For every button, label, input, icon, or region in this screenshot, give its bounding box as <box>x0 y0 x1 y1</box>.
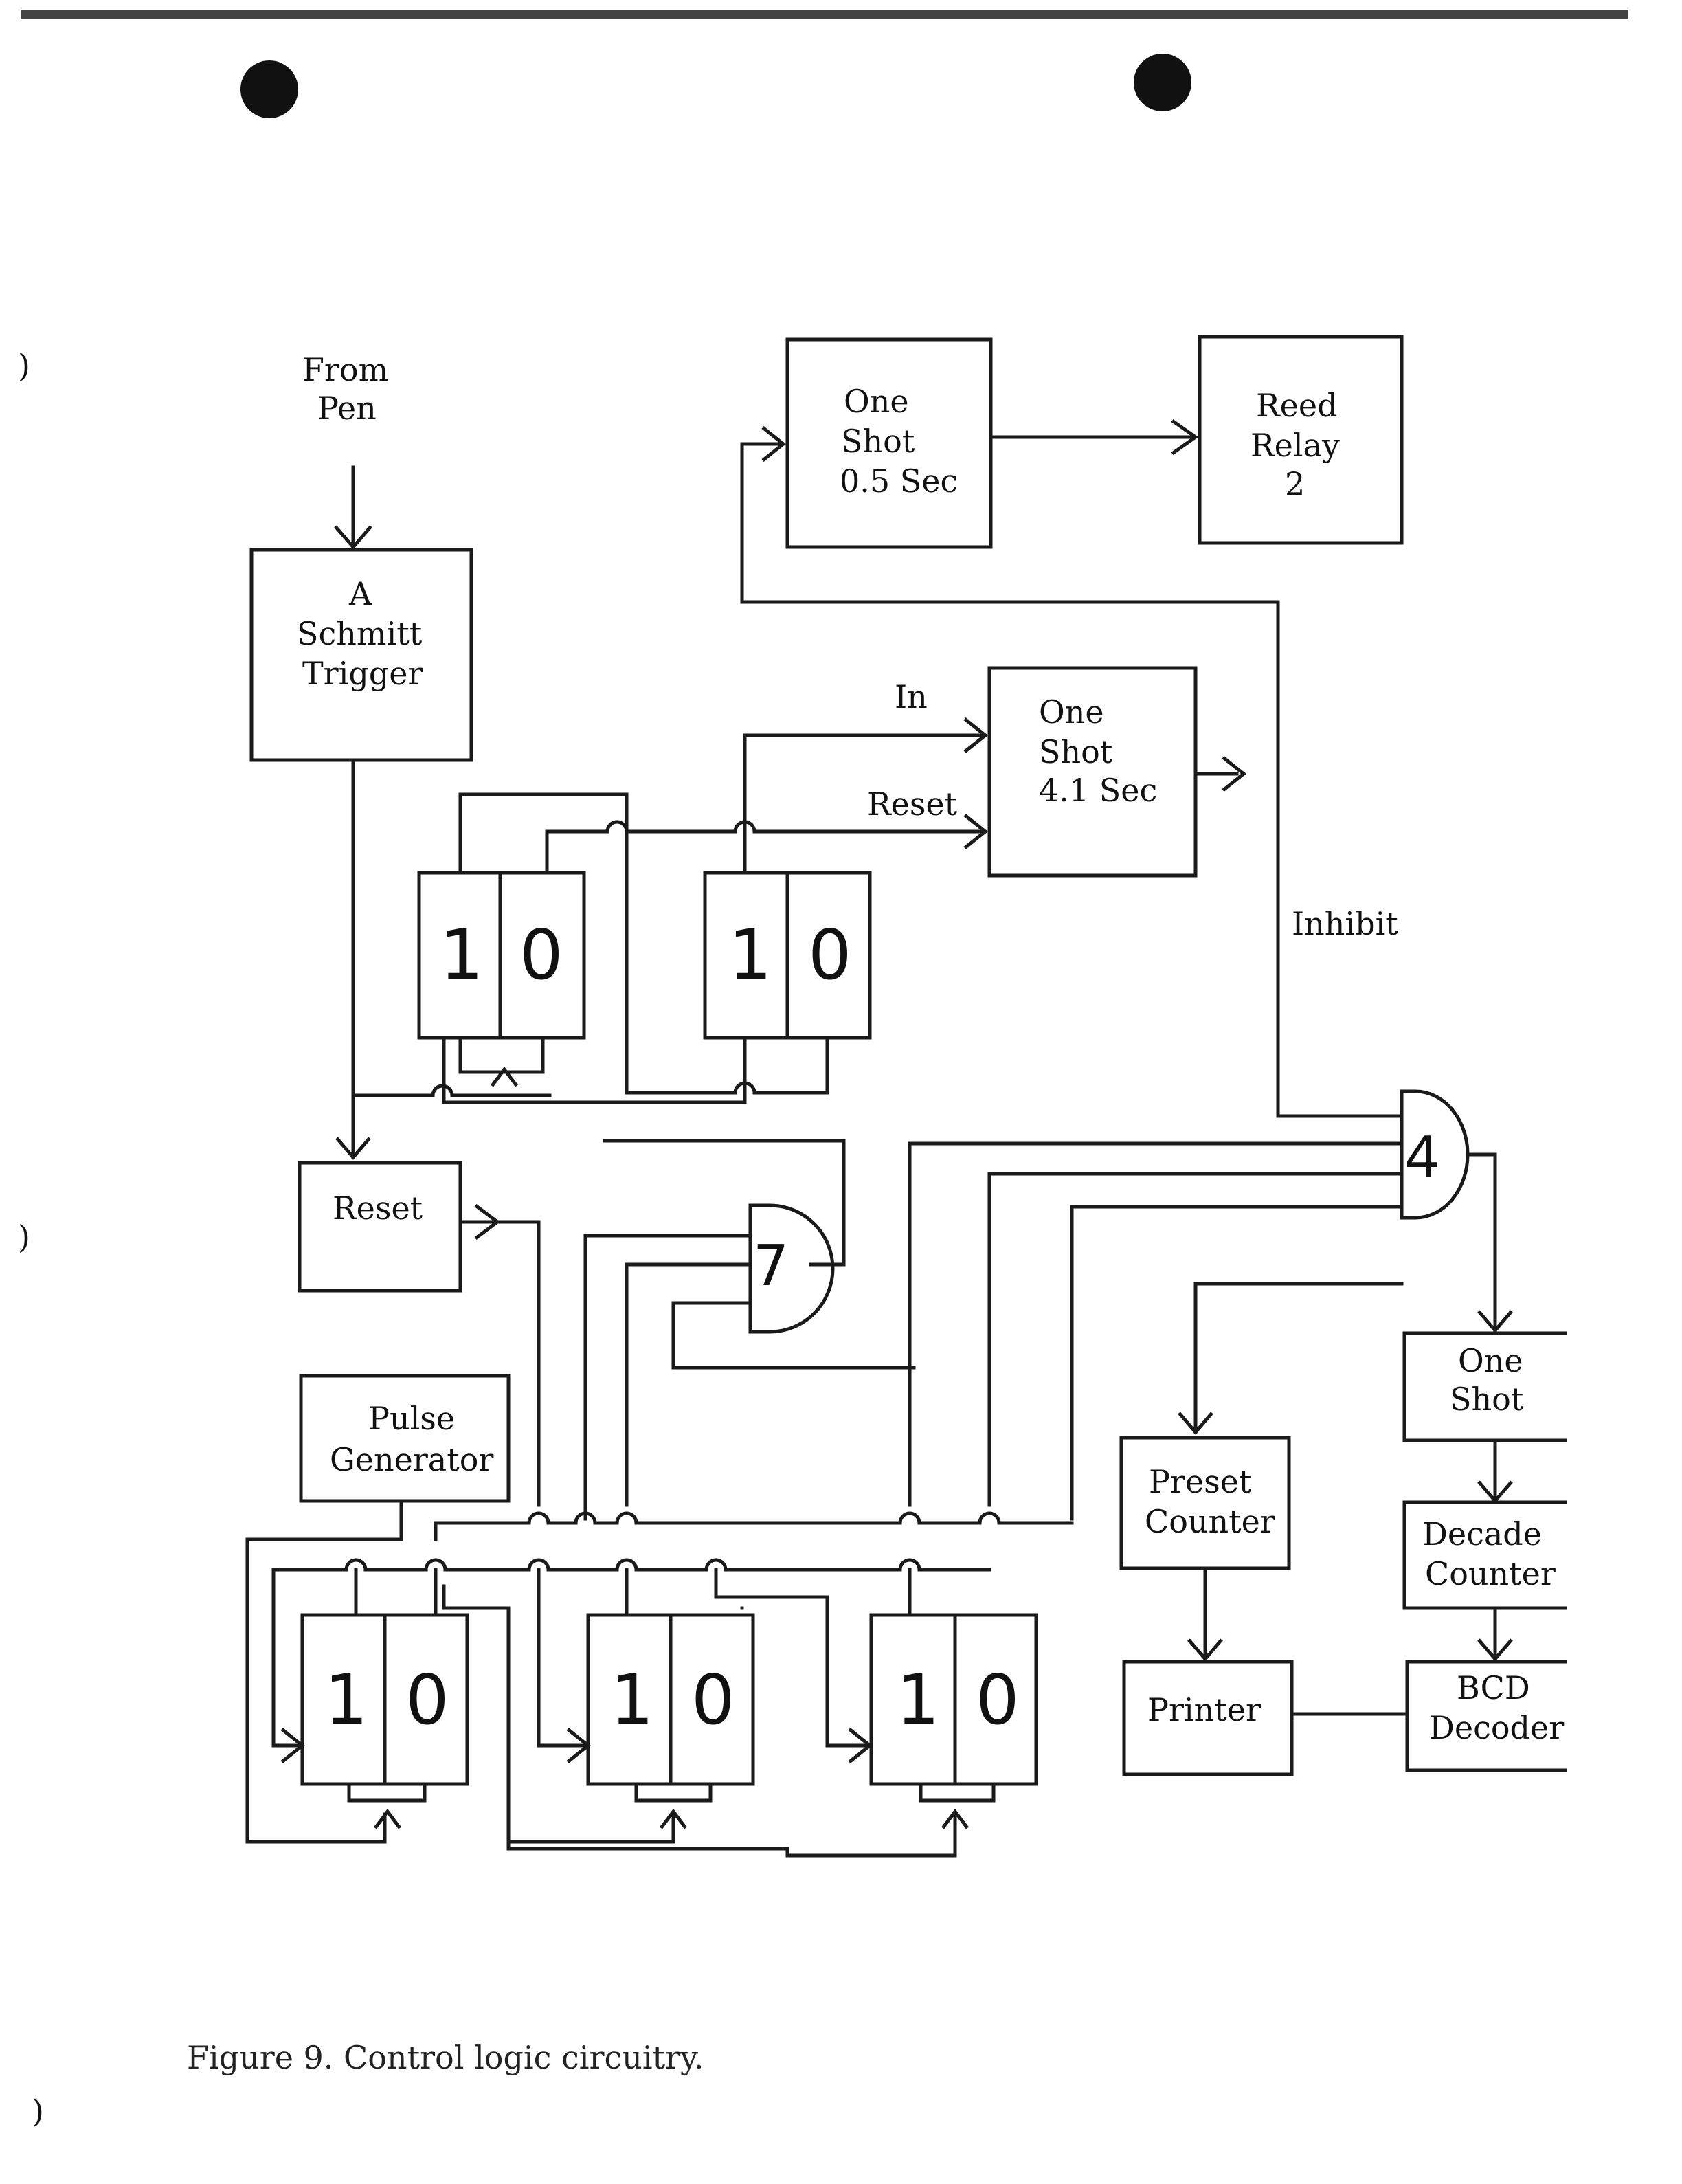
schmitt-letter: A <box>348 575 372 612</box>
bcd-decoder-label-2: Decoder <box>1429 1709 1564 1746</box>
ff-bot3-zero: 0 <box>976 1660 1020 1740</box>
preset-counter-label-2: Counter <box>1145 1503 1275 1540</box>
ff-top2-one: 1 <box>728 915 772 995</box>
decade-counter-label-1: Decade <box>1422 1515 1542 1552</box>
ff-bot3-one: 1 <box>896 1660 940 1740</box>
gate-7-label: 7 <box>753 1234 789 1299</box>
printer-box <box>1122 1660 1294 1776</box>
schmitt-label-1: Schmitt <box>297 615 423 652</box>
one-shot-41-label-3: 4.1 Sec <box>1039 772 1157 809</box>
one-shot-05-label-1: One <box>844 383 909 420</box>
one-shot-41-label-1: One <box>1039 693 1104 731</box>
ff-bot2-zero: 0 <box>691 1660 735 1740</box>
reset-box-label: Reset <box>333 1190 423 1227</box>
pulse-generator-box <box>299 1374 511 1503</box>
schmitt-trigger-box <box>249 548 473 762</box>
margin-mark-1: ) <box>18 347 30 384</box>
one-shot-41-box <box>987 666 1198 878</box>
one-shot-right-box <box>1402 1331 1567 1442</box>
one-shot-05-box <box>785 337 993 549</box>
one-shot-05-label-3: 0.5 Sec <box>840 463 958 500</box>
ff-top2-zero: 0 <box>808 915 852 995</box>
decade-counter-box <box>1402 1500 1567 1610</box>
bcd-decoder-label-1: BCD <box>1457 1669 1530 1706</box>
from-pen-label-2: Pen <box>317 390 377 427</box>
printer-label: Printer <box>1147 1691 1261 1728</box>
figure-caption: Figure 9. Control logic circuitry. <box>187 2039 704 2076</box>
one-shot-41-label-2: Shot <box>1039 733 1113 770</box>
in-label: In <box>895 678 928 715</box>
one-shot-right-label-2: Shot <box>1450 1381 1524 1418</box>
punch-hole-right <box>1134 54 1191 111</box>
from-pen-label-1: From <box>302 351 388 388</box>
ff-top1-one: 1 <box>440 915 484 995</box>
ff-bot1-zero: 0 <box>405 1660 449 1740</box>
ff-bot2-one: 1 <box>610 1660 654 1740</box>
scan-top-edge <box>21 10 1628 19</box>
reed-relay-label-3: 2 <box>1285 465 1305 502</box>
margin-mark-3: ) <box>32 2093 44 2130</box>
reset-input-label: Reset <box>867 785 958 823</box>
inhibit-label: Inhibit <box>1292 905 1398 942</box>
margin-mark-2: ) <box>18 1218 30 1256</box>
and-gate-7 <box>748 1203 835 1334</box>
pulse-generator-label-1: Pulse <box>368 1400 455 1437</box>
and-gate-4 <box>1400 1089 1470 1220</box>
ff-top1-zero: 0 <box>519 915 563 995</box>
one-shot-05-label-2: Shot <box>841 423 915 460</box>
reed-relay-label-2: Relay <box>1251 427 1340 464</box>
ff-bot1-one: 1 <box>324 1660 368 1740</box>
pulse-generator-label-2: Generator <box>330 1441 493 1478</box>
bcd-decoder-box <box>1405 1660 1567 1772</box>
decade-counter-label-2: Counter <box>1425 1555 1556 1592</box>
gate-4-label: 4 <box>1404 1125 1440 1190</box>
punch-hole-left <box>240 60 298 118</box>
one-shot-right-label-1: One <box>1458 1342 1523 1379</box>
reed-relay-box <box>1198 335 1404 545</box>
reed-relay-label-1: Reed <box>1256 387 1338 424</box>
schmitt-label-2: Trigger <box>302 655 423 692</box>
preset-counter-label-1: Preset <box>1149 1463 1252 1500</box>
reset-box <box>298 1161 462 1293</box>
